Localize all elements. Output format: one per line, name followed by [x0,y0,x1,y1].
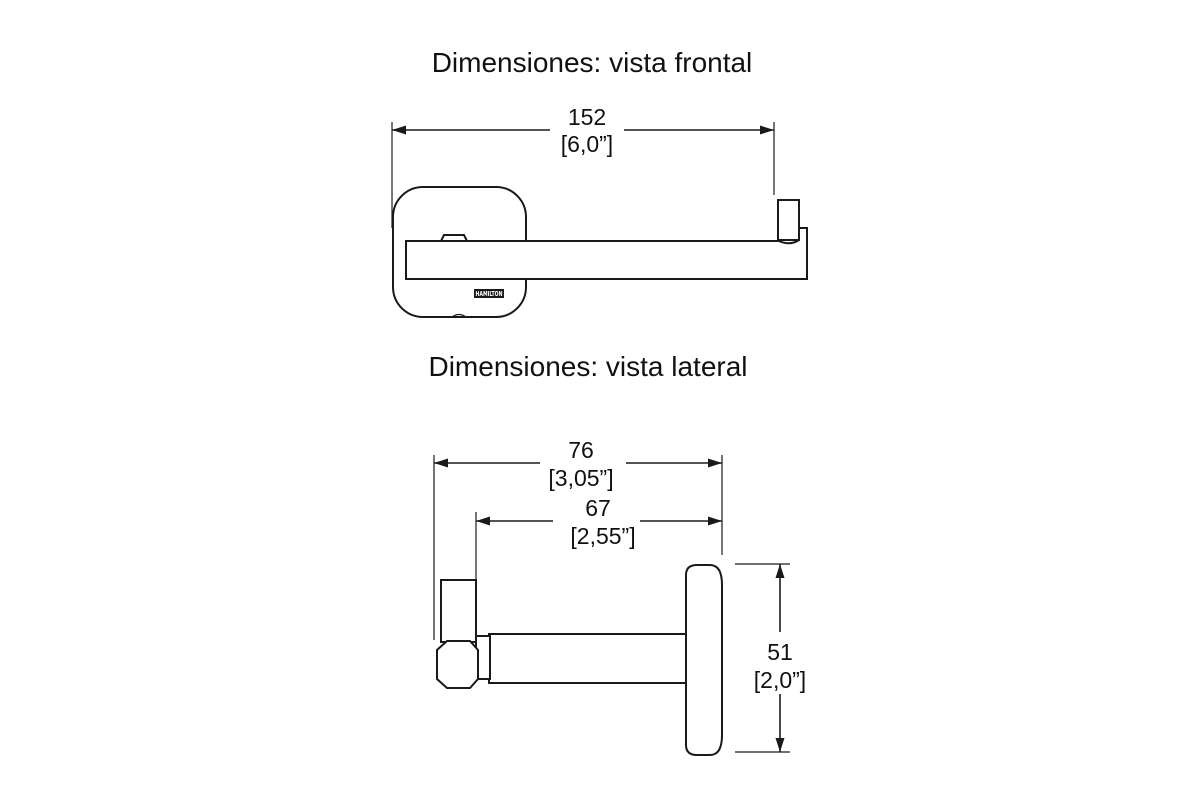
side-height-arrow-bottom [775,738,785,752]
front-brand-stamp-text: HAMILTON [476,290,503,298]
side-arm-arrow-right [708,516,722,526]
side-view: Dimensiones: vista lateral 76 [3,05”] 67… [428,351,806,756]
side-arm-value: 67 [585,495,611,521]
side-wall-plate [685,564,723,756]
front-view-title: Dimensiones: vista frontal [432,47,753,78]
side-depth-arrow-left [434,458,448,468]
front-width-inches: [6,0”] [561,131,613,157]
side-depth-arrow-right [708,458,722,468]
side-height-inches: [2,0”] [754,667,806,693]
side-height-dimension: 51 [2,0”] [735,563,806,753]
side-arm-arrow-left [476,516,490,526]
front-post-curve [778,239,800,244]
front-arrow-left [392,125,406,135]
side-view-title: Dimensiones: vista lateral [428,351,747,382]
side-depth-value: 76 [568,437,594,463]
front-view: Dimensiones: vista frontal 152 [6,0”] HA… [391,47,808,318]
front-plate-notch [451,313,467,318]
front-width-dimension: 152 [6,0”] [391,104,775,228]
side-height-arrow-top [775,564,785,578]
side-arm-dimension: 67 [2,55”] [475,495,722,580]
side-depth-dimension: 76 [3,05”] [433,437,723,640]
side-arm-rod [488,633,687,684]
side-arm-inches: [2,55”] [570,523,635,549]
side-upright-post [440,579,477,643]
side-depth-inches: [3,05”] [548,465,613,491]
front-width-value: 152 [568,104,606,130]
side-height-value: 51 [767,639,793,665]
side-octagonal-cap [436,640,479,689]
front-end-post [777,199,800,241]
front-brand-stamp [474,289,504,298]
front-arrow-right [760,125,774,135]
